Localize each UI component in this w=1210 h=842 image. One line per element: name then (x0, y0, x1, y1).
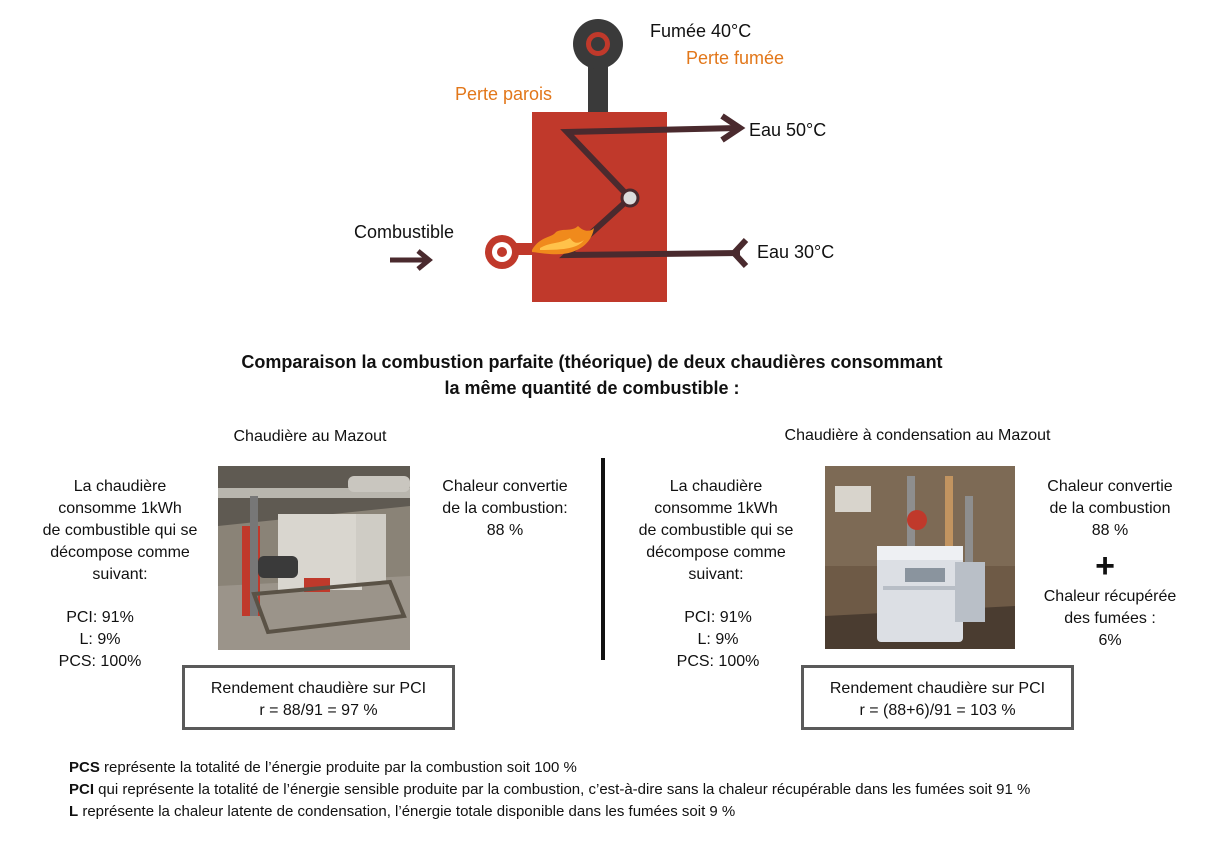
comparison-title-line1: Comparaison la combustion parfaite (théo… (241, 352, 943, 372)
left-values: PCI: 91% L: 9% PCS: 100% (30, 607, 170, 673)
right-desc-line: suivant: (688, 566, 744, 583)
chimney-core (591, 37, 605, 51)
left-efficiency-box: Rendement chaudière sur PCI r = 88/91 = … (182, 665, 455, 730)
burner-ring-core (497, 247, 507, 257)
perte-fumee-label: Perte fumée (686, 48, 785, 68)
fumee-label: Fumée 40°C (650, 21, 752, 41)
left-desc-line: suivant: (92, 566, 148, 583)
right-value-l: L: 9% (697, 631, 739, 648)
right-desc-line: décompose comme (646, 544, 786, 561)
left-heat-line: de la combustion: (442, 500, 568, 517)
left-efficiency-formula: r = 88/91 = 97 % (259, 702, 378, 719)
right-recovered-line: des fumées : (1064, 610, 1156, 627)
right-value-pci: PCI: 91% (684, 609, 752, 626)
eau-out-label: Eau 50°C (749, 120, 827, 140)
boiler-body (532, 112, 667, 302)
condensing-boiler-photo (825, 466, 1015, 649)
legend-text: qui représente la totalité de l’énergie … (94, 781, 1031, 798)
right-heat-line: de la combustion (1049, 500, 1171, 517)
eau-in-label: Eau 30°C (757, 242, 835, 262)
plus-sign: + (1095, 547, 1115, 585)
left-description: La chaudière consomme 1kWh de combustibl… (30, 476, 210, 586)
flame-core (540, 238, 584, 250)
right-heat-line: Chaleur convertie (1047, 478, 1173, 495)
right-efficiency-formula: r = (88+6)/91 = 103 % (859, 702, 1016, 719)
boiler-diagram (390, 19, 749, 302)
legend-term: PCS (69, 759, 100, 776)
definitions-legend: PCS représente la totalité de l’énergie … (69, 757, 1030, 823)
legend-l: L représente la chaleur latente de conde… (69, 801, 1030, 823)
legend-pcs: PCS représente la totalité de l’énergie … (69, 757, 1030, 779)
right-recovered-line: Chaleur récupérée (1043, 588, 1177, 605)
fuel-arrow-head (416, 249, 433, 271)
left-desc-line: décompose comme (50, 544, 190, 561)
right-value-pcs: PCS: 100% (676, 653, 760, 670)
legend-pci: PCI qui représente la totalité de l’éner… (69, 779, 1030, 801)
legend-term: PCI (69, 781, 95, 798)
left-heat-value: 88 % (486, 522, 524, 539)
pipe-joint (620, 188, 640, 208)
water-in-chevron (729, 237, 749, 269)
column-divider (601, 458, 605, 660)
left-efficiency-title: Rendement chaudière sur PCI (210, 680, 427, 697)
left-value-pci: PCI: 91% (66, 609, 134, 626)
right-recovered-value: 6% (1098, 632, 1122, 649)
oil-boiler-photo (218, 466, 410, 650)
left-desc-line: consomme 1kWh (58, 500, 182, 517)
right-values: PCI: 91% L: 9% PCS: 100% (648, 607, 788, 673)
right-heat: Chaleur convertie de la combustion 88 % (1030, 476, 1190, 542)
perte-parois-label: Perte parois (455, 84, 553, 104)
legend-text: représente la chaleur latente de condens… (78, 803, 736, 820)
water-out-arrow (720, 113, 746, 143)
legend-text: représente la totalité de l’énergie prod… (99, 759, 577, 776)
left-heat: Chaleur convertie de la combustion: 88 % (425, 476, 585, 542)
left-heat-line: Chaleur convertie (442, 478, 568, 495)
right-heat-value: 88 % (1091, 522, 1129, 539)
right-desc-line: consomme 1kWh (654, 500, 778, 517)
left-desc-line: de combustible qui se (42, 522, 198, 539)
right-desc-line: La chaudière (669, 478, 763, 495)
right-description: La chaudière consomme 1kWh de combustibl… (626, 476, 806, 586)
right-efficiency-title: Rendement chaudière sur PCI (829, 680, 1046, 697)
left-value-l: L: 9% (79, 631, 121, 648)
right-recovered: Chaleur récupérée des fumées : 6% (1030, 586, 1190, 652)
right-efficiency-box: Rendement chaudière sur PCI r = (88+6)/9… (801, 665, 1074, 730)
left-header: Chaudière au Mazout (233, 428, 387, 445)
left-desc-line: La chaudière (73, 478, 167, 495)
legend-term: L (69, 803, 79, 820)
right-desc-line: de combustible qui se (638, 522, 794, 539)
left-value-pcs: PCS: 100% (58, 653, 142, 670)
combustible-label: Combustible (354, 222, 455, 242)
right-header: Chaudière à condensation au Mazout (784, 427, 1051, 444)
comparison-title-line2: la même quantité de combustible : (444, 378, 740, 398)
